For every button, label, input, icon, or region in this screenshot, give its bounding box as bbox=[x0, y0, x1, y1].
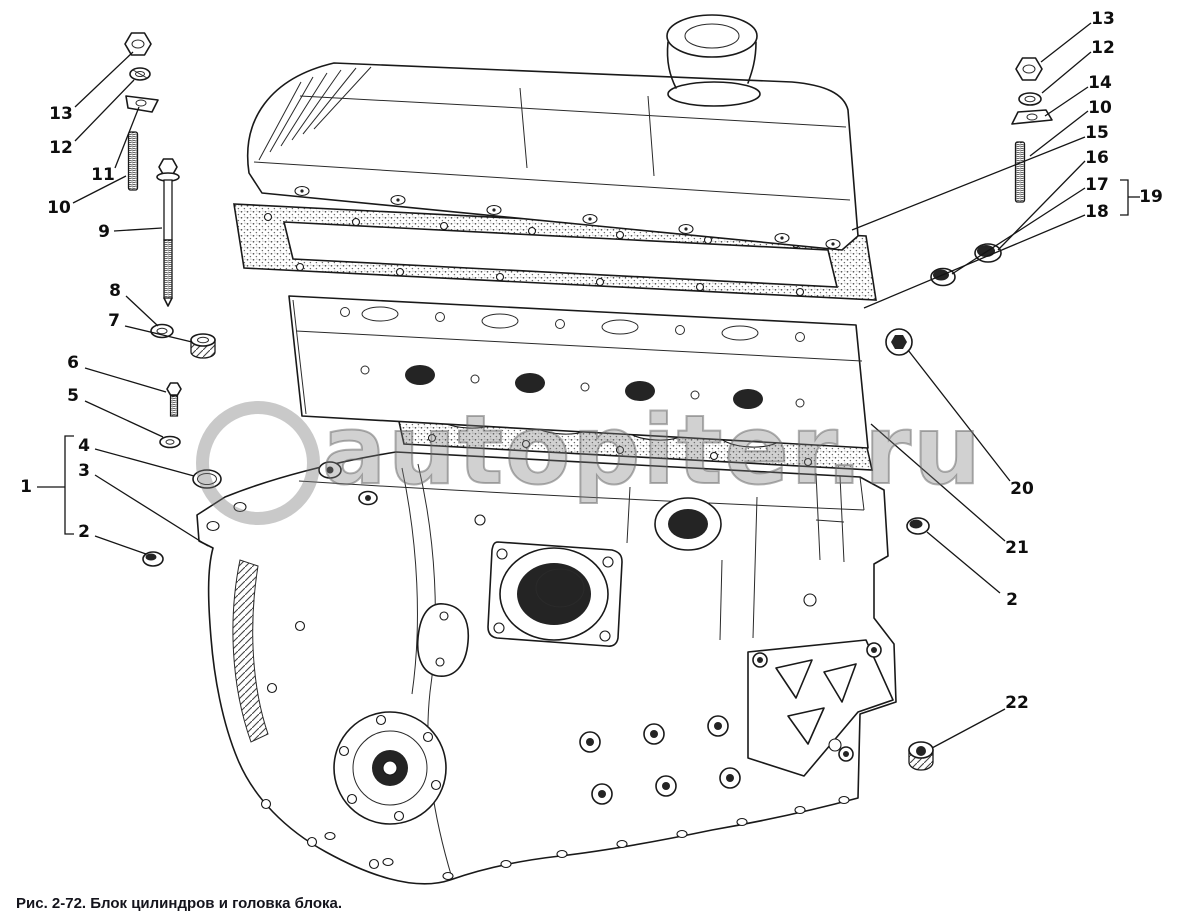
cylinder-head bbox=[288, 295, 869, 449]
tab-washer-part-11-left bbox=[125, 95, 159, 113]
stud-part-10-left bbox=[127, 131, 139, 191]
figure-caption: Рис. 2-72. Блок цилиндров и головка блок… bbox=[16, 895, 343, 912]
washer-part-5 bbox=[159, 435, 181, 449]
washer-part-8 bbox=[150, 323, 174, 339]
washer-part-12-right bbox=[1018, 92, 1042, 106]
nut-part-13-left bbox=[124, 32, 152, 56]
cup-plug-part-16 bbox=[974, 243, 1002, 263]
oil-filler-neck bbox=[666, 14, 761, 107]
plug-part-22 bbox=[908, 741, 934, 771]
hex-plug-part-20 bbox=[885, 328, 913, 356]
seal-ring-part-4 bbox=[192, 469, 222, 489]
plug-part-2-right bbox=[906, 517, 930, 535]
bolt-part-6 bbox=[166, 382, 182, 417]
cup-plug-part-2-left bbox=[142, 551, 164, 567]
tab-washer-part-14 bbox=[1011, 109, 1053, 125]
bolt-part-9 bbox=[156, 158, 180, 307]
nut-part-7 bbox=[190, 333, 216, 359]
nut-part-13-right bbox=[1015, 57, 1043, 81]
stud-part-10-right bbox=[1014, 141, 1026, 203]
cylinder-block bbox=[196, 451, 897, 885]
leader-lines-layer bbox=[37, 22, 1140, 749]
fastener-parts bbox=[124, 32, 1053, 771]
lock-washer-part-12-left bbox=[129, 67, 151, 81]
valve-cover bbox=[247, 14, 859, 251]
